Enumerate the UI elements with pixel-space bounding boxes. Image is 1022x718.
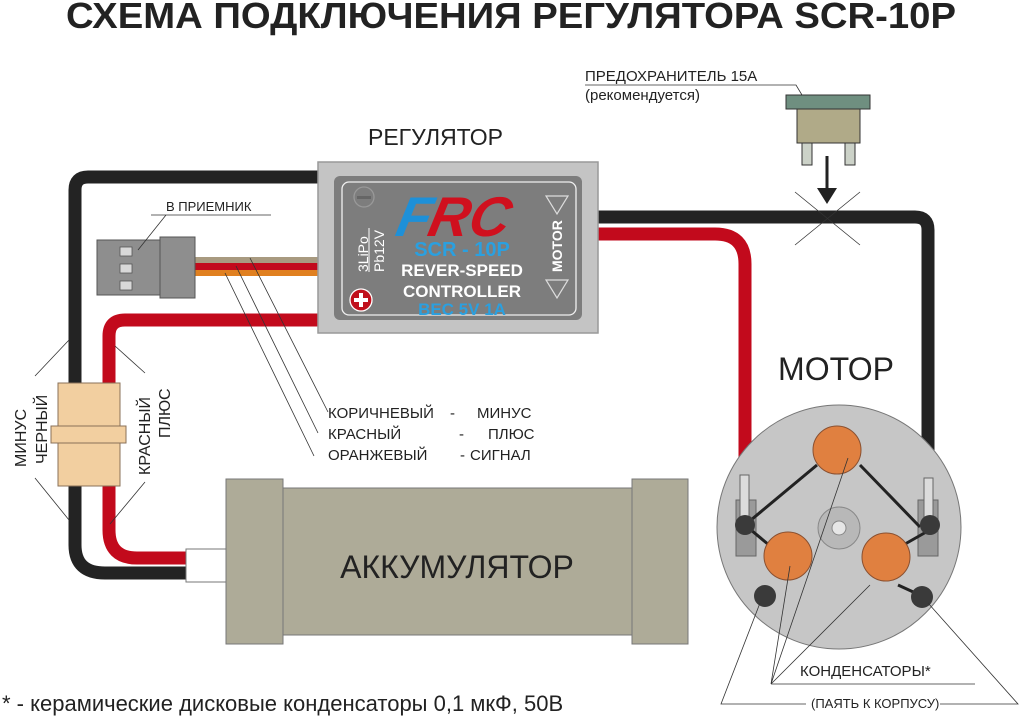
regulator-unit: F RC SCR - 10P REVER-SPEED CONTROLLER BE… [317, 161, 599, 334]
fuse-cut-mark-icon [794, 191, 861, 246]
receiver-wire-red [195, 263, 320, 270]
capacitor [861, 532, 911, 582]
plus-icon [349, 288, 373, 312]
svg-text:-: - [460, 447, 465, 464]
wire-legend-red-meaning: ПЛЮС [488, 426, 535, 443]
connector-leaders [34, 339, 146, 525]
motor-arrow-bottom-icon [544, 279, 570, 300]
receiver-leader [137, 214, 271, 251]
power-connector [50, 382, 127, 487]
regulator-label: РЕГУЛЯТОР [368, 124, 503, 150]
minus-icon [353, 186, 375, 208]
fuse-icon [785, 94, 871, 166]
capacitors-leader [770, 457, 975, 685]
wire-legend-orange-color: ОРАНЖЕВЫЙ [328, 446, 427, 464]
motor-label: МОТОР [778, 351, 894, 387]
svg-text:-: - [450, 405, 455, 422]
solder-note: (ПАЯТЬ К КОРПУСУ) [811, 696, 939, 711]
wire-legend-orange-meaning: СИГНАЛ [470, 447, 531, 464]
diagram-title: СХЕМА ПОДКЛЮЧЕНИЯ РЕГУЛЯТОРА SCR-10P [66, 0, 956, 36]
wire-legend-red-color: КРАСНЫЙ [328, 425, 401, 443]
receiver-connector [96, 236, 196, 299]
wire-legend-brown-meaning: МИНУС [477, 405, 532, 422]
receiver-wire-legend: КОРИЧНЕВЫЙ - МИНУС КРАСНЫЙ - ПЛЮС ОРАНЖЕ… [328, 404, 535, 464]
model-label: SCR - 10P [414, 239, 510, 261]
fuse-insert-arrow-icon [817, 156, 837, 204]
motor-side-label: MOTOR [549, 220, 565, 272]
footnote: * - керамические дисковые конденсаторы 0… [2, 691, 563, 716]
spec-3lipo: 3LiPo [355, 236, 371, 272]
spec-pb12v: Pb12V [371, 229, 387, 272]
battery [185, 478, 689, 645]
wire-legend-brown-color: КОРИЧНЕВЫЙ [328, 404, 434, 422]
rever-speed-label: REVER-SPEED [401, 261, 523, 280]
logo-rc: RC [423, 186, 518, 248]
motor-arrow-top-icon [544, 195, 570, 216]
receiver-wire-leaders [224, 257, 329, 457]
bec-label: BEC 5V 1A [418, 300, 506, 319]
receiver-label: В ПРИЕМНИК [166, 199, 252, 214]
capacitor [763, 531, 813, 581]
connector-black-label: ЧЕРНЫЙ [32, 395, 51, 464]
connector-red-label: КРАСНЫЙ [135, 397, 154, 475]
capacitor [812, 425, 862, 475]
receiver-wire-brown [195, 257, 320, 263]
battery-label: АККУМУЛЯТОР [340, 549, 574, 585]
capacitors-label: КОНДЕНСАТОРЫ* [800, 663, 931, 680]
fuse-leader [585, 84, 803, 96]
svg-text:-: - [459, 426, 464, 443]
connector-minus-label: МИНУС [13, 409, 30, 467]
fuse-note: (рекомендуется) [585, 87, 700, 104]
controller-label: CONTROLLER [403, 282, 521, 301]
fuse-label: ПРЕДОХРАНИТЕЛЬ 15А [585, 68, 757, 85]
motor-red-wire [598, 227, 752, 476]
solder-leader [720, 602, 1019, 705]
black-power-wire [68, 170, 320, 580]
connector-plus-label: ПЛЮС [157, 388, 174, 438]
motor-black-wire [598, 210, 935, 478]
motor [716, 404, 962, 650]
